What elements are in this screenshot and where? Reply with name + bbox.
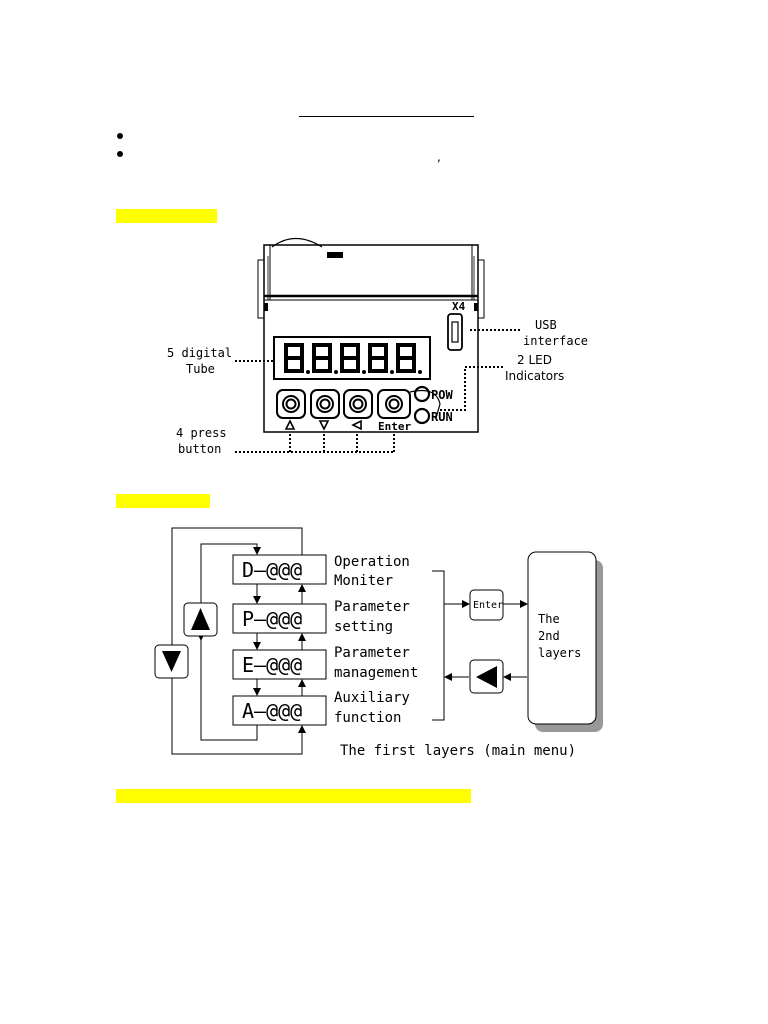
- pow-led: [413, 385, 431, 403]
- press-callout-line1: 4 press: [176, 426, 227, 440]
- item-parameter-management-line1: Parameter: [334, 645, 410, 661]
- port-label: X4: [452, 300, 466, 313]
- item-auxiliary-line1: Auxiliary: [334, 690, 410, 706]
- enter-key-label: Enter: [473, 600, 503, 611]
- inner-loop: [200, 543, 261, 741]
- menu-caption: The first layers (main menu): [340, 743, 577, 759]
- title-underline: [299, 116, 474, 117]
- menu-box-p-label: P—@@@: [242, 607, 302, 631]
- triangle-down-icon: [162, 651, 181, 672]
- press-callout-line2: button: [178, 442, 222, 456]
- pow-label: POW: [431, 388, 453, 402]
- highlight-bar-2: [116, 494, 210, 508]
- triangle-down-icon: [318, 420, 330, 431]
- item-parameter-setting-line2: setting: [334, 619, 394, 635]
- run-label: RUN: [431, 410, 453, 424]
- item-operation-line1: Operation: [334, 554, 410, 570]
- item-parameter-management-line2: management: [334, 665, 419, 681]
- press-buttons: [276, 389, 411, 419]
- menu-box-a: [232, 695, 327, 726]
- menu-box-p: [232, 603, 327, 634]
- item-operation-line2: Moniter: [334, 573, 394, 589]
- triangle-up-icon: [191, 608, 210, 630]
- tube-callout-line1: 5 digital: [167, 346, 233, 360]
- triangle-left-icon: [476, 666, 497, 688]
- highlight-bar-1: [116, 209, 217, 223]
- bullet-dot-2: [117, 151, 123, 157]
- menu-box-e-label: E—@@@: [242, 653, 302, 677]
- led-callout-line1: 2 LED: [517, 353, 552, 367]
- usb-port: [447, 313, 463, 351]
- triangle-up-icon: [284, 419, 296, 430]
- second-layer-box: [527, 551, 597, 725]
- menu-boxes: [232, 554, 327, 726]
- item-parameter-setting-line1: Parameter: [334, 599, 410, 615]
- usb-callout-line2: interface: [523, 334, 589, 348]
- digit-segments: [284, 343, 416, 373]
- grouping-bracket: [432, 570, 445, 721]
- menu-box-a-label: A—@@@: [242, 699, 302, 723]
- led-callout-line2: Indicators: [505, 369, 565, 383]
- menu-box-d-label: D—@@@: [242, 558, 302, 582]
- triangle-left-icon: [351, 419, 362, 431]
- bullet-dot-1: [117, 133, 123, 139]
- panel-outline: [263, 244, 479, 433]
- item-auxiliary-line2: function: [334, 710, 402, 726]
- run-led: [413, 407, 431, 425]
- panel-diagram: X4 Enter POW RUN: [235, 237, 520, 453]
- enter-label: Enter: [378, 420, 411, 433]
- bullet-comma: ,: [437, 150, 441, 164]
- highlight-bar-3: [116, 789, 471, 803]
- tube-callout-line2: Tube: [186, 362, 215, 376]
- usb-callout-line1: USB: [535, 318, 557, 332]
- second-layer-line2: 2nd: [538, 629, 560, 643]
- second-layer-line3: layers: [538, 646, 582, 660]
- enter-key-box: [469, 589, 504, 621]
- menu-box-d: [232, 554, 327, 585]
- digital-display: [273, 336, 431, 380]
- outer-loop: [171, 527, 306, 755]
- menu-box-e: [232, 649, 327, 680]
- menu-flow-diagram: D—@@@ P—@@@ E—@@@ A—@@@ Enter: [154, 527, 603, 755]
- callout-leaders: [235, 329, 520, 453]
- second-layer-line1: The: [538, 612, 560, 626]
- top-latch: [327, 252, 343, 258]
